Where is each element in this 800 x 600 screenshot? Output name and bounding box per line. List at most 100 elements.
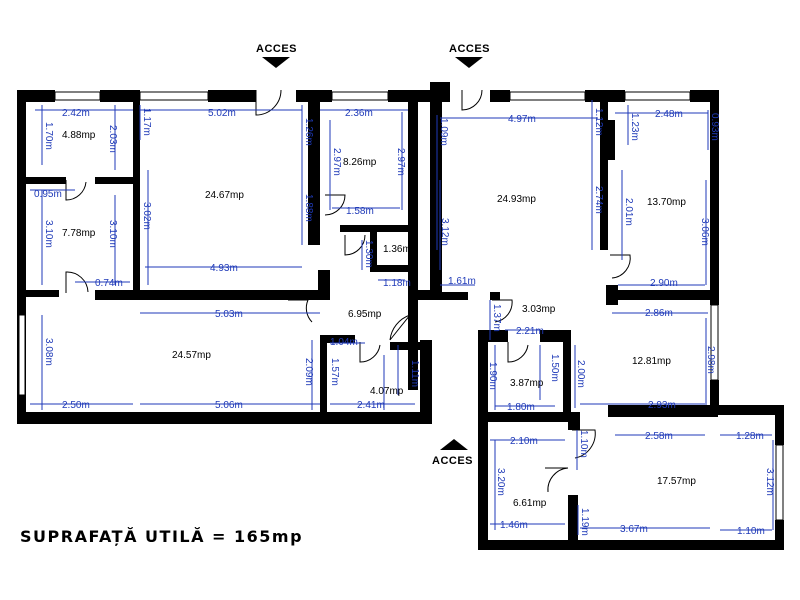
dimension-label: 2.01m: [623, 198, 634, 226]
room-area-label: 4.88mp: [62, 130, 96, 141]
entrance-label: ACCES: [256, 43, 297, 55]
dimension-label: 3.10m: [43, 220, 54, 248]
room-areas: 4.88mp 24.67mp 8.26mp 24.93mp 13.70mp 7.…: [62, 130, 696, 509]
dimension-label: 1.23m: [629, 113, 640, 141]
dimension-label: 2.41m: [357, 400, 385, 411]
dimension-label: 1.18m: [383, 278, 411, 289]
window: [509, 91, 586, 101]
wall: [608, 120, 615, 160]
dimension-label: 1.30m: [363, 240, 374, 268]
dimension-label: 3.20m: [495, 468, 506, 496]
window: [624, 91, 691, 101]
wall: [490, 292, 500, 300]
wall: [26, 290, 59, 297]
room-area-label: 17.57mp: [657, 476, 696, 487]
dimension-label: 0.74m: [95, 278, 123, 289]
wall: [478, 330, 488, 550]
dimension-label: 1.57m: [329, 358, 340, 386]
window: [710, 304, 719, 381]
dimension-line: [490, 430, 774, 535]
door: [359, 342, 381, 363]
dimension-label: 5.02m: [208, 108, 236, 119]
dimension-label: 5.06m: [215, 400, 243, 411]
dimension-label: 1.04m: [330, 337, 358, 348]
wall: [208, 90, 256, 102]
dimension-line: [41, 100, 709, 250]
window: [54, 91, 101, 101]
entrance-top-right: ACCES: [449, 43, 490, 68]
wall: [133, 90, 140, 295]
door: [389, 313, 412, 341]
dimension-label: 5.03m: [215, 309, 243, 320]
wall: [568, 495, 578, 545]
door: [492, 299, 513, 323]
dimension-label: 2.10m: [510, 436, 538, 447]
dimension-line: [35, 109, 708, 119]
door: [610, 254, 631, 279]
entrance-arrow-icon: [440, 439, 468, 450]
window: [139, 91, 209, 101]
door: [65, 180, 87, 201]
door: [344, 234, 366, 256]
dimension-label: 1.61m: [448, 276, 476, 287]
dimension-label: 2.50m: [62, 400, 90, 411]
walls: [17, 82, 784, 550]
dimension-label: 4.97m: [508, 114, 536, 125]
wall: [17, 412, 432, 424]
wall: [95, 290, 330, 300]
dimension-label: 2.86m: [645, 308, 673, 319]
door: [507, 342, 529, 363]
dimension-label: 2.21m: [516, 326, 544, 337]
room-area-label: 8.26mp: [343, 157, 377, 168]
dimension-label: 2.98m: [705, 346, 716, 374]
wall: [320, 335, 355, 343]
entrance-bottom: ACCES: [432, 439, 473, 467]
dimension-label: 2.58m: [645, 431, 673, 442]
wall: [95, 177, 133, 184]
windows: [18, 91, 784, 521]
dimension-label: 1.09m: [438, 118, 449, 146]
dimension-label: 2.09m: [303, 358, 314, 386]
total-usable-area: SUPRAFAȚĂ UTILĂ = 165mp: [20, 527, 304, 546]
dimension-label: 3.02m: [141, 202, 152, 230]
doors: [65, 89, 631, 493]
dimension-label: 3.67m: [620, 524, 648, 535]
wall: [540, 330, 570, 342]
room-area-label: 24.93mp: [497, 194, 536, 205]
entrance-label: ACCES: [432, 455, 473, 467]
door: [572, 429, 596, 459]
room-area-label: 12.81mp: [632, 356, 671, 367]
wall: [606, 290, 719, 300]
dimension-line: [41, 315, 707, 410]
wall: [318, 270, 330, 300]
wall: [478, 540, 784, 550]
entrance-label: ACCES: [449, 43, 490, 55]
door: [65, 271, 89, 293]
dimension-label: 1.12m: [593, 108, 604, 136]
dimension-label: 2.42m: [62, 108, 90, 119]
dimension-label: 2.97m: [331, 148, 342, 176]
dimension-label: 1.28m: [736, 431, 764, 442]
wall: [488, 330, 508, 342]
dimension-label: 3.08m: [43, 338, 54, 366]
room-area-label: 6.95mp: [348, 309, 382, 320]
wall: [390, 342, 430, 350]
entrance-arrow-icon: [455, 57, 483, 68]
dimension-line: [140, 300, 708, 344]
door: [324, 194, 346, 216]
window: [775, 444, 784, 521]
dimension-label: 0.93m: [709, 113, 720, 141]
dimension-label: 3.10m: [107, 220, 118, 248]
dimension-label: 2.93m: [648, 400, 676, 411]
wall: [420, 340, 432, 424]
wall: [320, 335, 327, 415]
wall: [430, 82, 450, 102]
window: [18, 314, 26, 396]
dimension-label: 4.93m: [210, 263, 238, 274]
wall: [370, 265, 418, 272]
wall: [600, 90, 608, 250]
wall: [100, 90, 140, 102]
room-area-label: 6.61mp: [513, 498, 547, 509]
dimension-label: 1.37m: [491, 304, 502, 332]
